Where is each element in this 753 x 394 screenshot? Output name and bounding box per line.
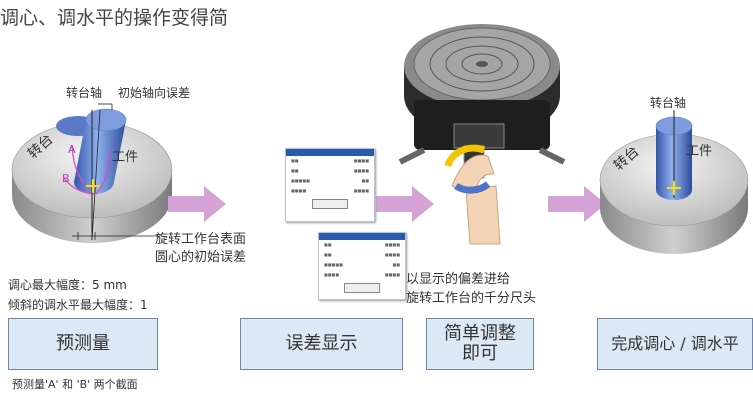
section-a-label: A [68,143,76,156]
turntable-tilted-illustration [11,103,173,243]
max-leveling-range: 倾斜的调水平最大幅度：1 [8,298,148,312]
error-display-window: ■■■■■■ ■■■■■■ ■■■■■■■ ■■■■■■■■ [285,148,375,222]
spindle-label: 转台轴 [650,96,687,110]
turntable-centered-illustration [599,110,749,254]
step-error-display: 误差显示 [240,318,403,370]
flow-arrow-icon [376,186,434,222]
spindle-label: 转台轴 [66,86,103,100]
max-centering-range: 调心最大幅度：5 mm [8,278,127,292]
step-pre-measure: 预测量 [8,318,158,370]
error-display-window: ■■■■■■ ■■■■■■ ■■■■■■■ ■■■■■■■■ [318,232,406,300]
footnote: 预测量'A' 和 'B' 两个截面 [12,378,138,391]
workpiece-label: 工件 [112,150,139,165]
page-title: 调心、调水平的操作变得简 [0,7,229,29]
workpiece-label: 工件 [686,144,713,159]
step-simple-adjust: 简单调整即可 [426,318,534,370]
dial-hint-line2: 旋转工作台的千分尺头 [406,291,537,306]
center-error-line2: 圆心的初始误差 [155,250,247,265]
flow-arrow-icon [548,186,606,222]
dial-hint-line1: 以显示的偏差进给 [406,272,511,287]
section-b-label: B [62,172,70,185]
flow-arrow-icon [168,186,226,222]
step-complete: 完成调心 / 调水平 [597,318,753,370]
axial-error-label: 初始轴向误差 [118,86,191,100]
rotary-table-illustration [398,24,566,245]
center-error-line1: 旋转工作台表面 [155,232,247,247]
